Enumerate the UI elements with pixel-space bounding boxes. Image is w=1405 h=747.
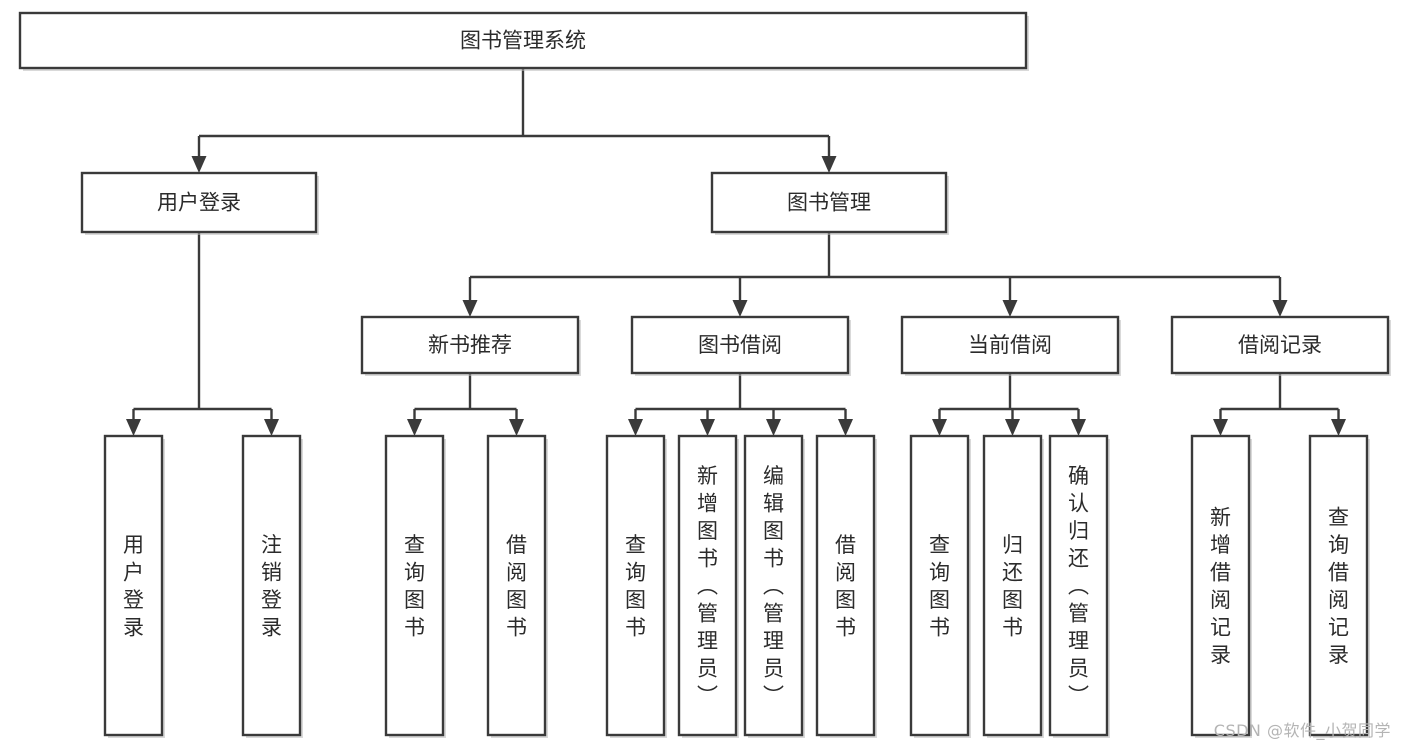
node-rect[interactable] [743, 434, 804, 737]
node-rect[interactable] [815, 434, 876, 737]
node-label: 新增图书︵管理员︶ [697, 464, 718, 708]
edge-arrowhead [628, 419, 643, 436]
edge-arrowhead [462, 300, 478, 317]
node-label: 图书借阅 [698, 333, 782, 357]
node-rect[interactable] [900, 315, 1120, 375]
node-label: 编辑图书︵管理员︶ [763, 464, 784, 708]
edge-arrowhead [1071, 419, 1086, 436]
node-leaf-borrow-edit[interactable]: 编辑图书︵管理员︶ [743, 434, 805, 738]
node-leaf-cur-confirm[interactable]: 确认归还︵管理员︶ [1048, 434, 1110, 738]
edge-arrowhead [126, 419, 141, 436]
node-label: 借阅图书 [835, 533, 856, 640]
node-rect[interactable] [982, 434, 1043, 737]
edge-arrowhead [732, 300, 748, 317]
edge-arrowhead [1213, 419, 1228, 436]
node-rect[interactable] [1308, 434, 1369, 737]
node-leaf-user-login[interactable]: 用户登录 [103, 434, 165, 738]
edge-group-book-manage [462, 232, 1288, 317]
node-book-manage[interactable]: 图书管理 [710, 171, 949, 235]
watermark-text: CSDN @软件_小贺同学 [1213, 721, 1391, 740]
edge-arrowhead [191, 156, 207, 173]
node-label: 用户登录 [123, 533, 144, 640]
node-leaf-rec-borrow[interactable]: 借阅图书 [486, 434, 548, 738]
node-rect[interactable] [18, 11, 1028, 70]
node-rect[interactable] [710, 171, 948, 234]
node-leaf-rec-query2[interactable]: 查询借阅记录 [1308, 434, 1370, 738]
node-rect[interactable] [677, 434, 738, 737]
node-label: 查询借阅记录 [1328, 505, 1349, 667]
node-rect[interactable] [486, 434, 547, 737]
edge-arrowhead [1002, 300, 1018, 317]
node-rect[interactable] [103, 434, 164, 737]
node-leaf-rec-query[interactable]: 查询图书 [384, 434, 446, 738]
node-new-book-rec[interactable]: 新书推荐 [360, 315, 581, 376]
node-label: 图书管理 [787, 191, 871, 215]
edge-arrowhead [407, 419, 422, 436]
node-rect[interactable] [630, 315, 850, 375]
node-label: 借阅图书 [506, 533, 527, 640]
node-label: 新书推荐 [428, 333, 512, 357]
edge-group-user-login [126, 232, 279, 436]
node-leaf-rec-add[interactable]: 新增借阅记录 [1190, 434, 1252, 738]
node-leaf-cur-return[interactable]: 归还图书 [982, 434, 1044, 738]
node-label: 注销登录 [261, 533, 282, 640]
edge-group-root [191, 68, 837, 173]
node-rect[interactable] [360, 315, 580, 375]
node-user-login[interactable]: 用户登录 [80, 171, 319, 235]
edges-layer [126, 68, 1346, 436]
edge-arrowhead [1272, 300, 1288, 317]
node-label: 查询图书 [929, 533, 950, 640]
node-rect[interactable] [909, 434, 970, 737]
node-label: 查询图书 [404, 533, 425, 640]
nodes-layer: 图书管理系统用户登录图书管理新书推荐图书借阅当前借阅借阅记录用户登录注销登录查询… [18, 11, 1391, 738]
node-leaf-cur-query[interactable]: 查询图书 [909, 434, 971, 738]
edge-arrowhead [838, 419, 853, 436]
edge-arrowhead [1005, 419, 1020, 436]
node-rect[interactable] [80, 171, 318, 234]
node-label: 查询图书 [625, 533, 646, 640]
edge-group-book-borrow [628, 373, 853, 436]
node-leaf-user-logout[interactable]: 注销登录 [241, 434, 303, 738]
edge-arrowhead [264, 419, 279, 436]
node-root[interactable]: 图书管理系统 [18, 11, 1029, 71]
edge-group-new-book-rec [407, 373, 524, 436]
node-label: 归还图书 [1002, 533, 1023, 640]
node-label: 图书管理系统 [460, 29, 586, 53]
edge-arrowhead [509, 419, 524, 436]
node-label: 借阅记录 [1238, 333, 1322, 357]
node-rect[interactable] [1170, 315, 1390, 375]
edge-arrowhead [821, 156, 837, 173]
node-label: 用户登录 [157, 191, 241, 215]
node-leaf-borrow-query[interactable]: 查询图书 [605, 434, 667, 738]
node-label: 新增借阅记录 [1210, 505, 1231, 667]
edge-arrowhead [766, 419, 781, 436]
edge-group-borrow-record [1213, 373, 1346, 436]
node-label: 当前借阅 [968, 333, 1052, 357]
node-rect[interactable] [241, 434, 302, 737]
edge-arrowhead [932, 419, 947, 436]
edge-arrowhead [1331, 419, 1346, 436]
node-rect[interactable] [1048, 434, 1109, 737]
node-rect[interactable] [605, 434, 666, 737]
node-rect[interactable] [384, 434, 445, 737]
node-rect[interactable] [1190, 434, 1251, 737]
node-current-borrow[interactable]: 当前借阅 [900, 315, 1121, 376]
edge-arrowhead [700, 419, 715, 436]
node-leaf-borrow-add[interactable]: 新增图书︵管理员︶ [677, 434, 739, 738]
node-book-borrow[interactable]: 图书借阅 [630, 315, 851, 376]
edge-group-current-borrow [932, 373, 1086, 436]
node-borrow-record[interactable]: 借阅记录 [1170, 315, 1391, 376]
node-label: 确认归还︵管理员︶ [1068, 464, 1089, 708]
node-leaf-borrow-do[interactable]: 借阅图书 [815, 434, 877, 738]
